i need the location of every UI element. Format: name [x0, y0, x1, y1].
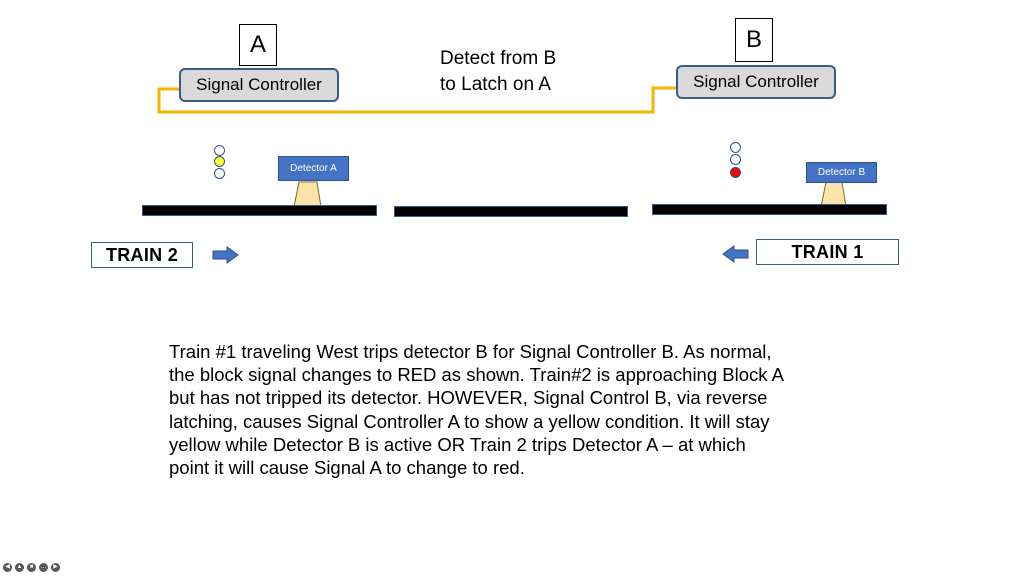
previous-slide-icon[interactable]: ◀	[3, 563, 12, 572]
signal-controller-b: Signal Controller	[676, 65, 836, 99]
track-block-a	[142, 205, 377, 216]
train-2: TRAIN 2	[91, 242, 193, 268]
train-2-label: TRAIN 2	[105, 244, 179, 265]
latch-description: Detect from B to Latch on A	[440, 46, 556, 98]
detector-a: Detector A	[278, 156, 349, 181]
train-1-arrow-left-icon	[722, 245, 749, 263]
signal-b-lamp-bottom	[730, 167, 741, 178]
signal-a-lamp-middle	[214, 156, 225, 167]
label-b-text: B	[745, 26, 762, 53]
train-2-arrow-right-icon	[212, 246, 239, 264]
slideshow-controls: ◀ ▲ ■ … ▶	[3, 563, 60, 572]
label-a-box: A	[239, 24, 277, 66]
train-1-label: TRAIN 1	[791, 241, 864, 262]
more-options-icon[interactable]: …	[39, 563, 48, 572]
explanation-line: yellow while Detector B is active OR Tra…	[169, 433, 746, 455]
track-middle-block	[394, 206, 628, 217]
signal-a-lamp-bottom	[214, 168, 225, 179]
signal-controller-a-label: Signal Controller	[196, 75, 322, 94]
signal-b-lamp-middle	[730, 154, 741, 165]
signal-a-lamp-top	[214, 145, 225, 156]
detector-a-label: Detector A	[290, 163, 337, 174]
explanation-line: but has not tripped its detector. HOWEVE…	[169, 387, 768, 409]
explanation-line: point it will cause Signal A to change t…	[169, 457, 525, 479]
train-1: TRAIN 1	[756, 239, 899, 265]
explanation-line: Train #1 traveling West trips detector B…	[169, 341, 772, 362]
latch-description-line-2: to Latch on A	[440, 74, 551, 95]
next-slide-icon[interactable]: ▶	[51, 563, 60, 572]
captions-icon[interactable]: ■	[27, 563, 36, 572]
explanation-line: the block signal changes to RED as shown…	[169, 364, 784, 386]
label-b-box: B	[735, 18, 773, 62]
explanation-line: latching, causes Signal Controller A to …	[169, 410, 770, 432]
signal-controller-b-label: Signal Controller	[693, 72, 819, 91]
label-a-text: A	[249, 31, 266, 58]
detector-b: Detector B	[806, 162, 877, 183]
signal-controller-a: Signal Controller	[179, 68, 339, 102]
track-block-b	[652, 204, 887, 215]
pointer-tool-icon[interactable]: ▲	[15, 563, 24, 572]
latch-description-line-1: Detect from B	[440, 48, 557, 69]
detector-b-label: Detector B	[817, 167, 866, 178]
signal-b-lamp-top	[730, 142, 741, 153]
explanation-paragraph: Train #1 traveling West trips detector B…	[169, 340, 889, 479]
